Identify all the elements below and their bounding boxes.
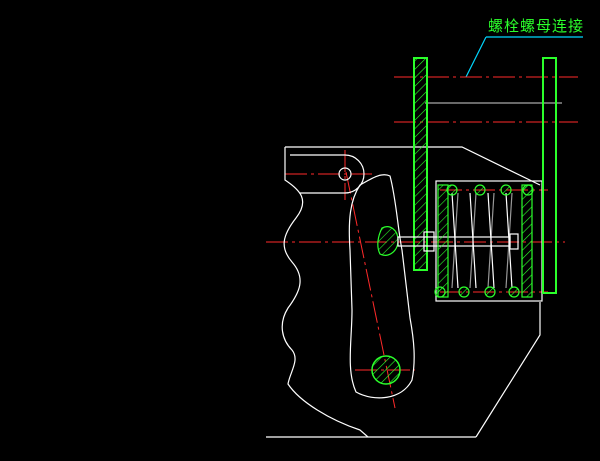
leader-line bbox=[465, 36, 487, 78]
nut bbox=[423, 231, 435, 252]
right-spring-seat bbox=[521, 184, 533, 298]
bolt-nut-annotation: 螺栓螺母连接 bbox=[465, 17, 584, 78]
bolt-nut-label: 螺栓螺母连接 bbox=[488, 17, 584, 35]
lever-arm bbox=[348, 174, 415, 399]
upper-link bbox=[290, 154, 365, 194]
left-spring-seat bbox=[437, 184, 449, 298]
right-plate bbox=[542, 57, 557, 294]
lower-pin bbox=[371, 355, 401, 385]
cam-block bbox=[377, 226, 399, 256]
wavy-left-profile bbox=[281, 147, 369, 438]
plates bbox=[413, 57, 557, 294]
frame-right-edge bbox=[475, 302, 541, 438]
bolt-assembly bbox=[397, 231, 519, 252]
frame-top-edge bbox=[285, 146, 541, 186]
bolt-head bbox=[509, 233, 519, 250]
spring-coils bbox=[451, 192, 513, 289]
upper-pin bbox=[338, 167, 352, 181]
frame-outline bbox=[266, 146, 543, 438]
left-plate bbox=[413, 57, 428, 271]
spring-wire-sections bbox=[434, 184, 534, 298]
